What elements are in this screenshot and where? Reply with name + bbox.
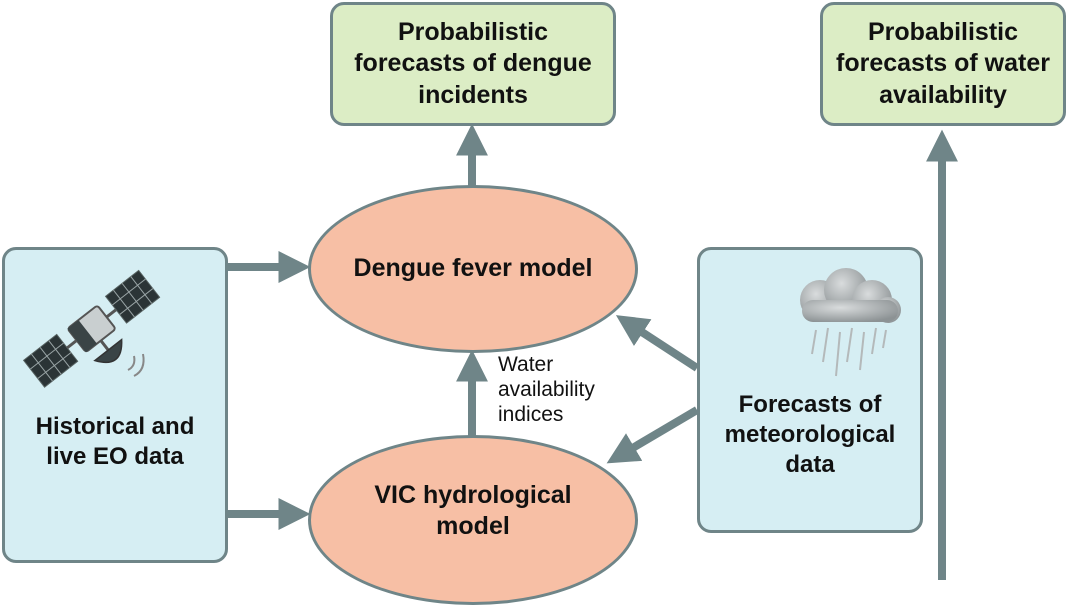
water-indices-label: Water availability indices (498, 353, 595, 427)
dengue-model-label: Dengue fever model (353, 254, 593, 283)
dengue-forecast-label: Probabilistic forecasts of dengue incide… (354, 18, 592, 109)
solar-panel-left (22, 333, 79, 388)
satellite-icon (22, 269, 161, 388)
rain-cloud-icon (800, 268, 901, 377)
eo-data-label: Historical and live EO data (35, 413, 195, 470)
solar-panel-right (104, 269, 161, 324)
dengue-forecast-box: Probabilistic forecasts of dengue incide… (330, 2, 616, 126)
arrow-met-to-dengue-model (615, 315, 700, 372)
dengue-model-ellipse: Dengue fever model (308, 185, 638, 353)
vic-model-ellipse: VIC hydrological model (308, 435, 638, 605)
arrow-met-to-vic-model (606, 406, 700, 464)
water-forecast-label: Probabilistic forecasts of water availab… (836, 18, 1050, 109)
vic-model-label: VIC hydrological model (374, 480, 572, 540)
met-forecasts-label: Forecasts of meteorological data (724, 391, 896, 478)
water-forecast-box: Probabilistic forecasts of water availab… (820, 2, 1066, 126)
connectors-layer (228, 123, 958, 580)
